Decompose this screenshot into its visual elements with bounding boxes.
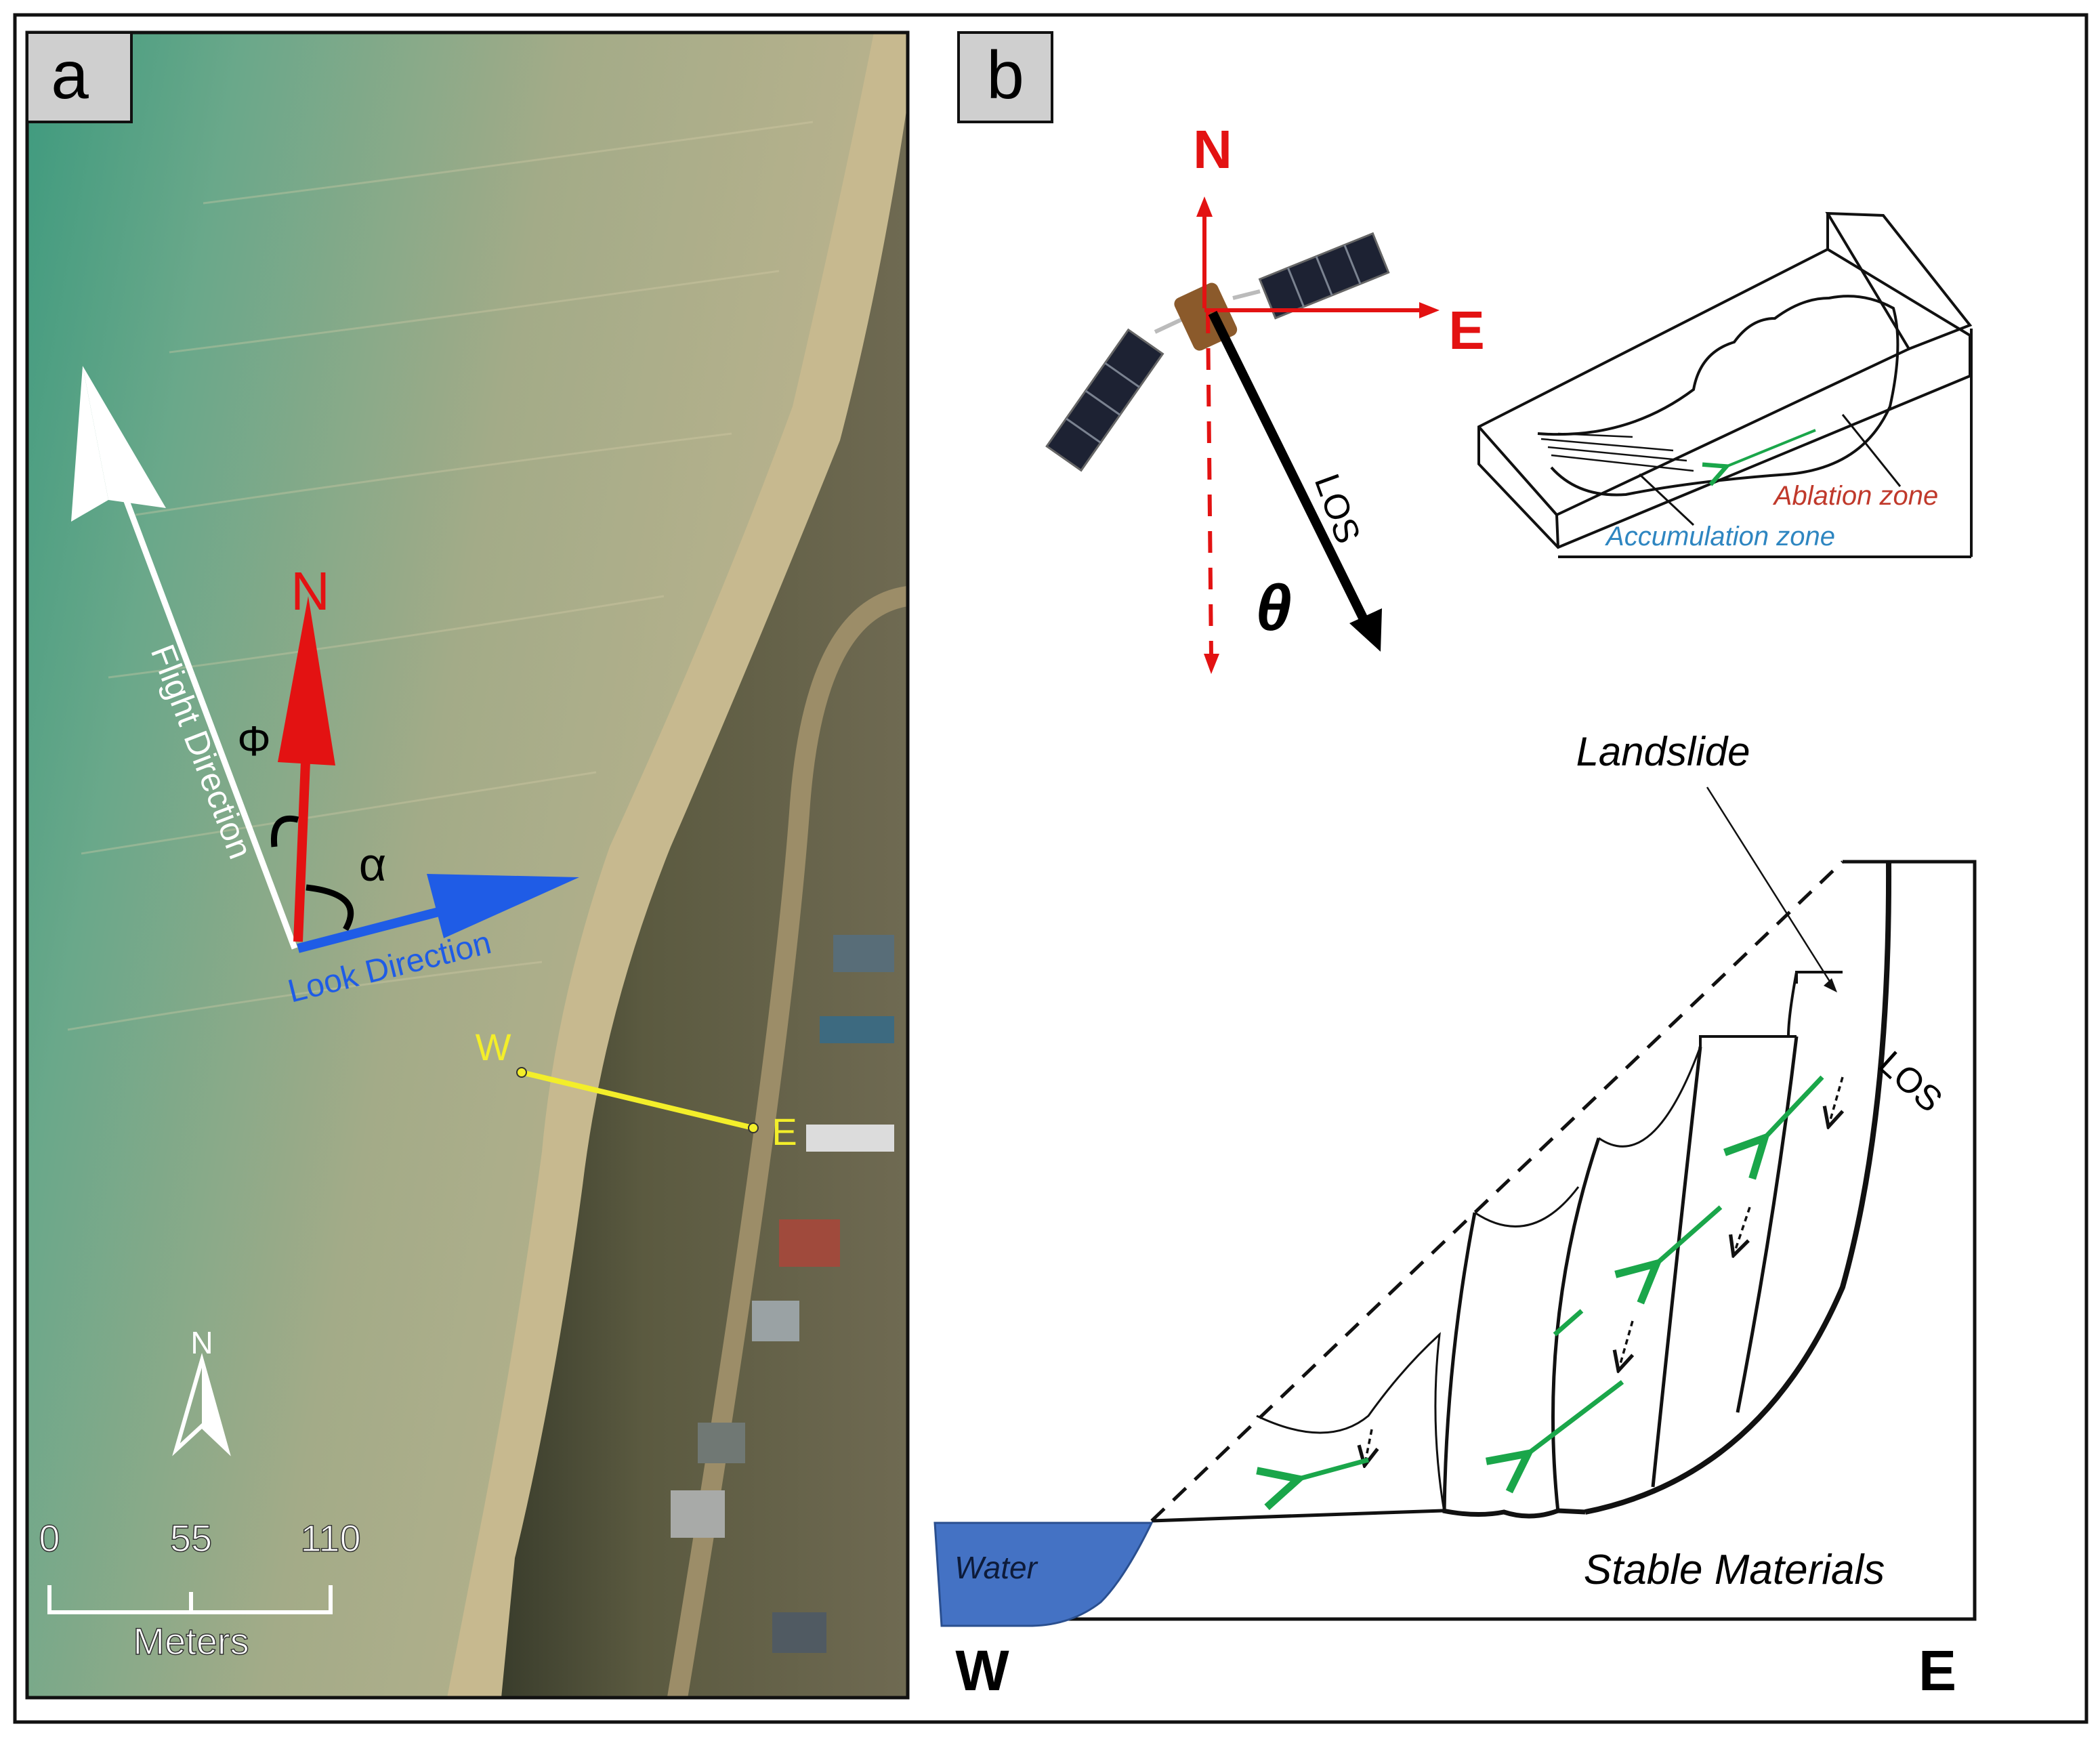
satellite-icon <box>1045 232 1390 472</box>
phi-symbol: Φ <box>237 718 270 765</box>
alpha-angle-arc <box>306 884 354 931</box>
panel-a-label: a <box>51 37 89 113</box>
panel-a: a Flight Direction N Φ α Look Direction <box>25 30 910 1700</box>
profile-line <box>521 1070 754 1131</box>
panel-b: b N E <box>933 31 1977 1702</box>
panel-b-label-box <box>957 31 1053 123</box>
look-direction-arrow <box>297 874 579 953</box>
alpha-symbol: α <box>359 838 386 891</box>
sat-los-arrow <box>1208 310 1370 625</box>
stable-materials-label: Stable Materials <box>1584 1547 1885 1593</box>
glacier-sketch <box>1477 211 1973 558</box>
aerial-photo <box>27 33 908 1698</box>
los-arrows <box>1365 1076 1843 1463</box>
scale-tick-0: 0 <box>39 1517 60 1559</box>
north-arrow-red <box>278 596 335 942</box>
slope-profile <box>1035 860 1977 1621</box>
outer-frame <box>13 13 2088 1724</box>
water-body <box>933 1522 1154 1627</box>
sat-north-label: N <box>1193 119 1232 180</box>
accumulation-label: Accumulation zone <box>1605 522 1835 551</box>
section-west-label: W <box>955 1639 1009 1702</box>
panel-a-label-box <box>26 31 133 123</box>
panel-a-frame <box>25 30 910 1700</box>
flight-direction-arrow <box>71 366 298 950</box>
movement-arrows <box>1294 1075 1824 1480</box>
phi-angle-arc <box>270 816 299 847</box>
sat-theta-label: θ <box>1255 572 1292 644</box>
sat-los-label: LOS <box>1307 469 1368 549</box>
profile-west-label: W <box>476 1026 511 1068</box>
profile-end-w <box>516 1067 527 1078</box>
water-label: Water <box>954 1550 1038 1585</box>
sat-east-label: E <box>1448 300 1484 360</box>
glacier-flow-arrow <box>1724 429 1816 467</box>
landslide-title: Landslide <box>1576 729 1750 774</box>
ablation-leader <box>1841 414 1902 487</box>
landslide-leader <box>1706 786 1834 986</box>
scale-unit: Meters <box>133 1620 249 1662</box>
scale-bar <box>47 1585 333 1614</box>
scale-tick-55: 55 <box>170 1517 212 1559</box>
sat-nadir-axis <box>1206 311 1213 658</box>
profile-east-label: E <box>772 1110 797 1153</box>
section-east-label: E <box>1918 1639 1956 1702</box>
accumulation-leader <box>1638 473 1695 526</box>
panel-b-label: b <box>986 37 1024 113</box>
ablation-label: Ablation zone <box>1773 481 1938 511</box>
scale-tick-110: 110 <box>300 1517 360 1559</box>
north-arrow-label: N <box>291 561 330 621</box>
profile-end-e <box>748 1123 759 1133</box>
